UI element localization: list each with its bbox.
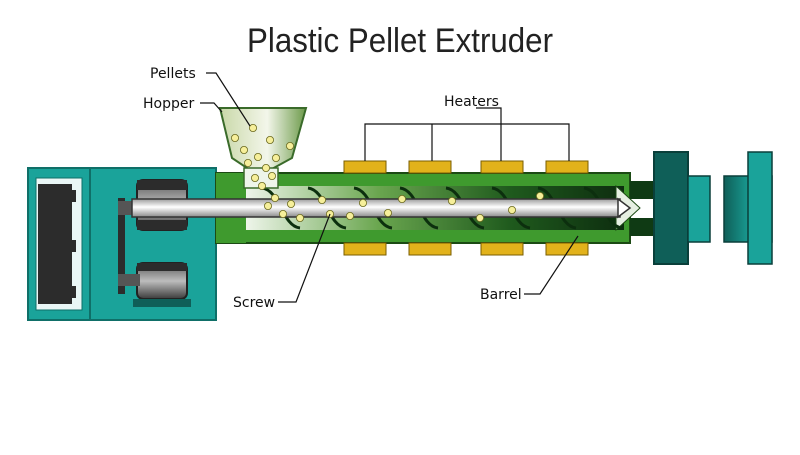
- pellet: [286, 199, 295, 208]
- pellet: [253, 152, 262, 161]
- heater-band: [545, 242, 589, 256]
- pellet: [239, 145, 248, 154]
- die-assembly: [630, 151, 773, 265]
- pellet: [270, 193, 279, 202]
- label-pellets: Pellets: [150, 66, 196, 82]
- label-heaters: Heaters: [444, 94, 499, 110]
- label-screw: Screw: [233, 295, 275, 311]
- control-cabinet: [27, 167, 91, 321]
- heaters-bracket: [364, 123, 570, 161]
- heater-band: [343, 160, 387, 174]
- label-barrel: Barrel: [480, 287, 522, 303]
- pellets-leader: [206, 72, 251, 127]
- pellet: [536, 191, 545, 200]
- pellet: [230, 133, 239, 142]
- pellet: [267, 171, 276, 180]
- pellet: [475, 213, 484, 222]
- heater-band: [408, 242, 452, 256]
- pellet: [345, 211, 354, 220]
- pellet: [278, 209, 287, 218]
- label-hopper: Hopper: [143, 96, 194, 112]
- pellet: [295, 213, 304, 222]
- pellet: [250, 173, 259, 182]
- heater-band: [408, 160, 452, 174]
- pellet: [257, 181, 266, 190]
- heaters-leader: [476, 107, 502, 124]
- screw-leader: [278, 213, 331, 303]
- pellet: [261, 163, 270, 172]
- pellet: [271, 153, 280, 162]
- pellet: [317, 195, 326, 204]
- pellet: [397, 194, 406, 203]
- pellet: [358, 198, 367, 207]
- heater-band: [480, 242, 524, 256]
- pellet: [447, 196, 456, 205]
- hopper-leader: [200, 102, 223, 113]
- pellet: [243, 158, 252, 167]
- drive-housing: [89, 167, 217, 321]
- hopper: [218, 107, 308, 189]
- pellet: [265, 135, 274, 144]
- heater-band: [480, 160, 524, 174]
- heater-band: [545, 160, 589, 174]
- heater-bands: [343, 160, 589, 256]
- pellet: [248, 124, 257, 133]
- heater-band: [343, 242, 387, 256]
- diagram-title: Plastic Pellet Extruder: [247, 22, 553, 60]
- pellet: [507, 205, 516, 214]
- pellet: [285, 141, 294, 150]
- barrel-leader: [524, 235, 579, 295]
- pellet: [263, 201, 272, 210]
- pellets: [230, 124, 545, 222]
- leader-lines: [200, 72, 579, 303]
- pellet: [383, 208, 392, 217]
